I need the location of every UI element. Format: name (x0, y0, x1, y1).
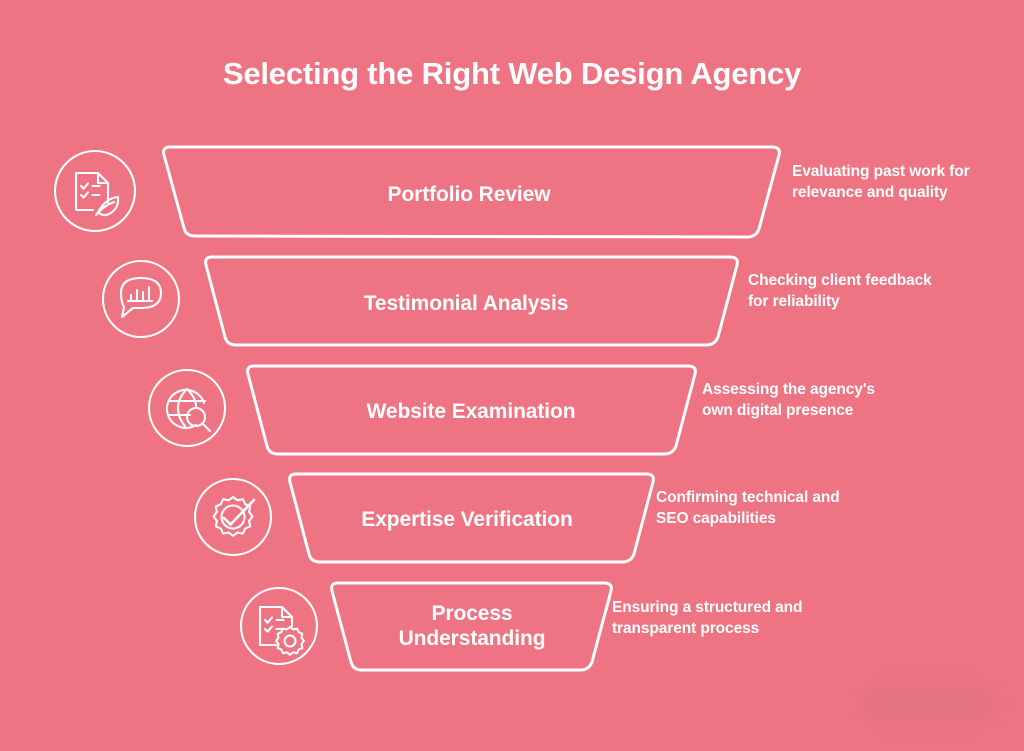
funnel-label-2: Testimonial Analysis (363, 292, 569, 315)
speech-bubble-bar-chart-icon (100, 258, 182, 340)
page-title: Selecting the Right Web Design Agency (222, 56, 802, 91)
funnel-description-5: Ensuring a structured and transparent pr… (612, 599, 803, 637)
globe-magnifier-icon (146, 367, 228, 449)
funnel-description-2: Checking client feedback for reliability (748, 272, 932, 310)
gear-check-icon (192, 476, 274, 558)
funnel-label-1: Portfolio Review (387, 183, 551, 206)
watermark-blob (866, 689, 992, 719)
funnel-label-4: Expertise Verification (361, 508, 573, 531)
funnel-label-5: Process Understanding (398, 602, 546, 651)
checklist-feather-icon (52, 148, 138, 234)
funnel-label-3: Website Examination (366, 400, 576, 423)
funnel-description-1: Evaluating past work for relevance and q… (792, 163, 970, 201)
document-gear-icon (238, 585, 320, 667)
funnel-description-4: Confirming technical and SEO capabilitie… (656, 489, 840, 527)
funnel-description-3: Assessing the agency's own digital prese… (702, 381, 875, 419)
